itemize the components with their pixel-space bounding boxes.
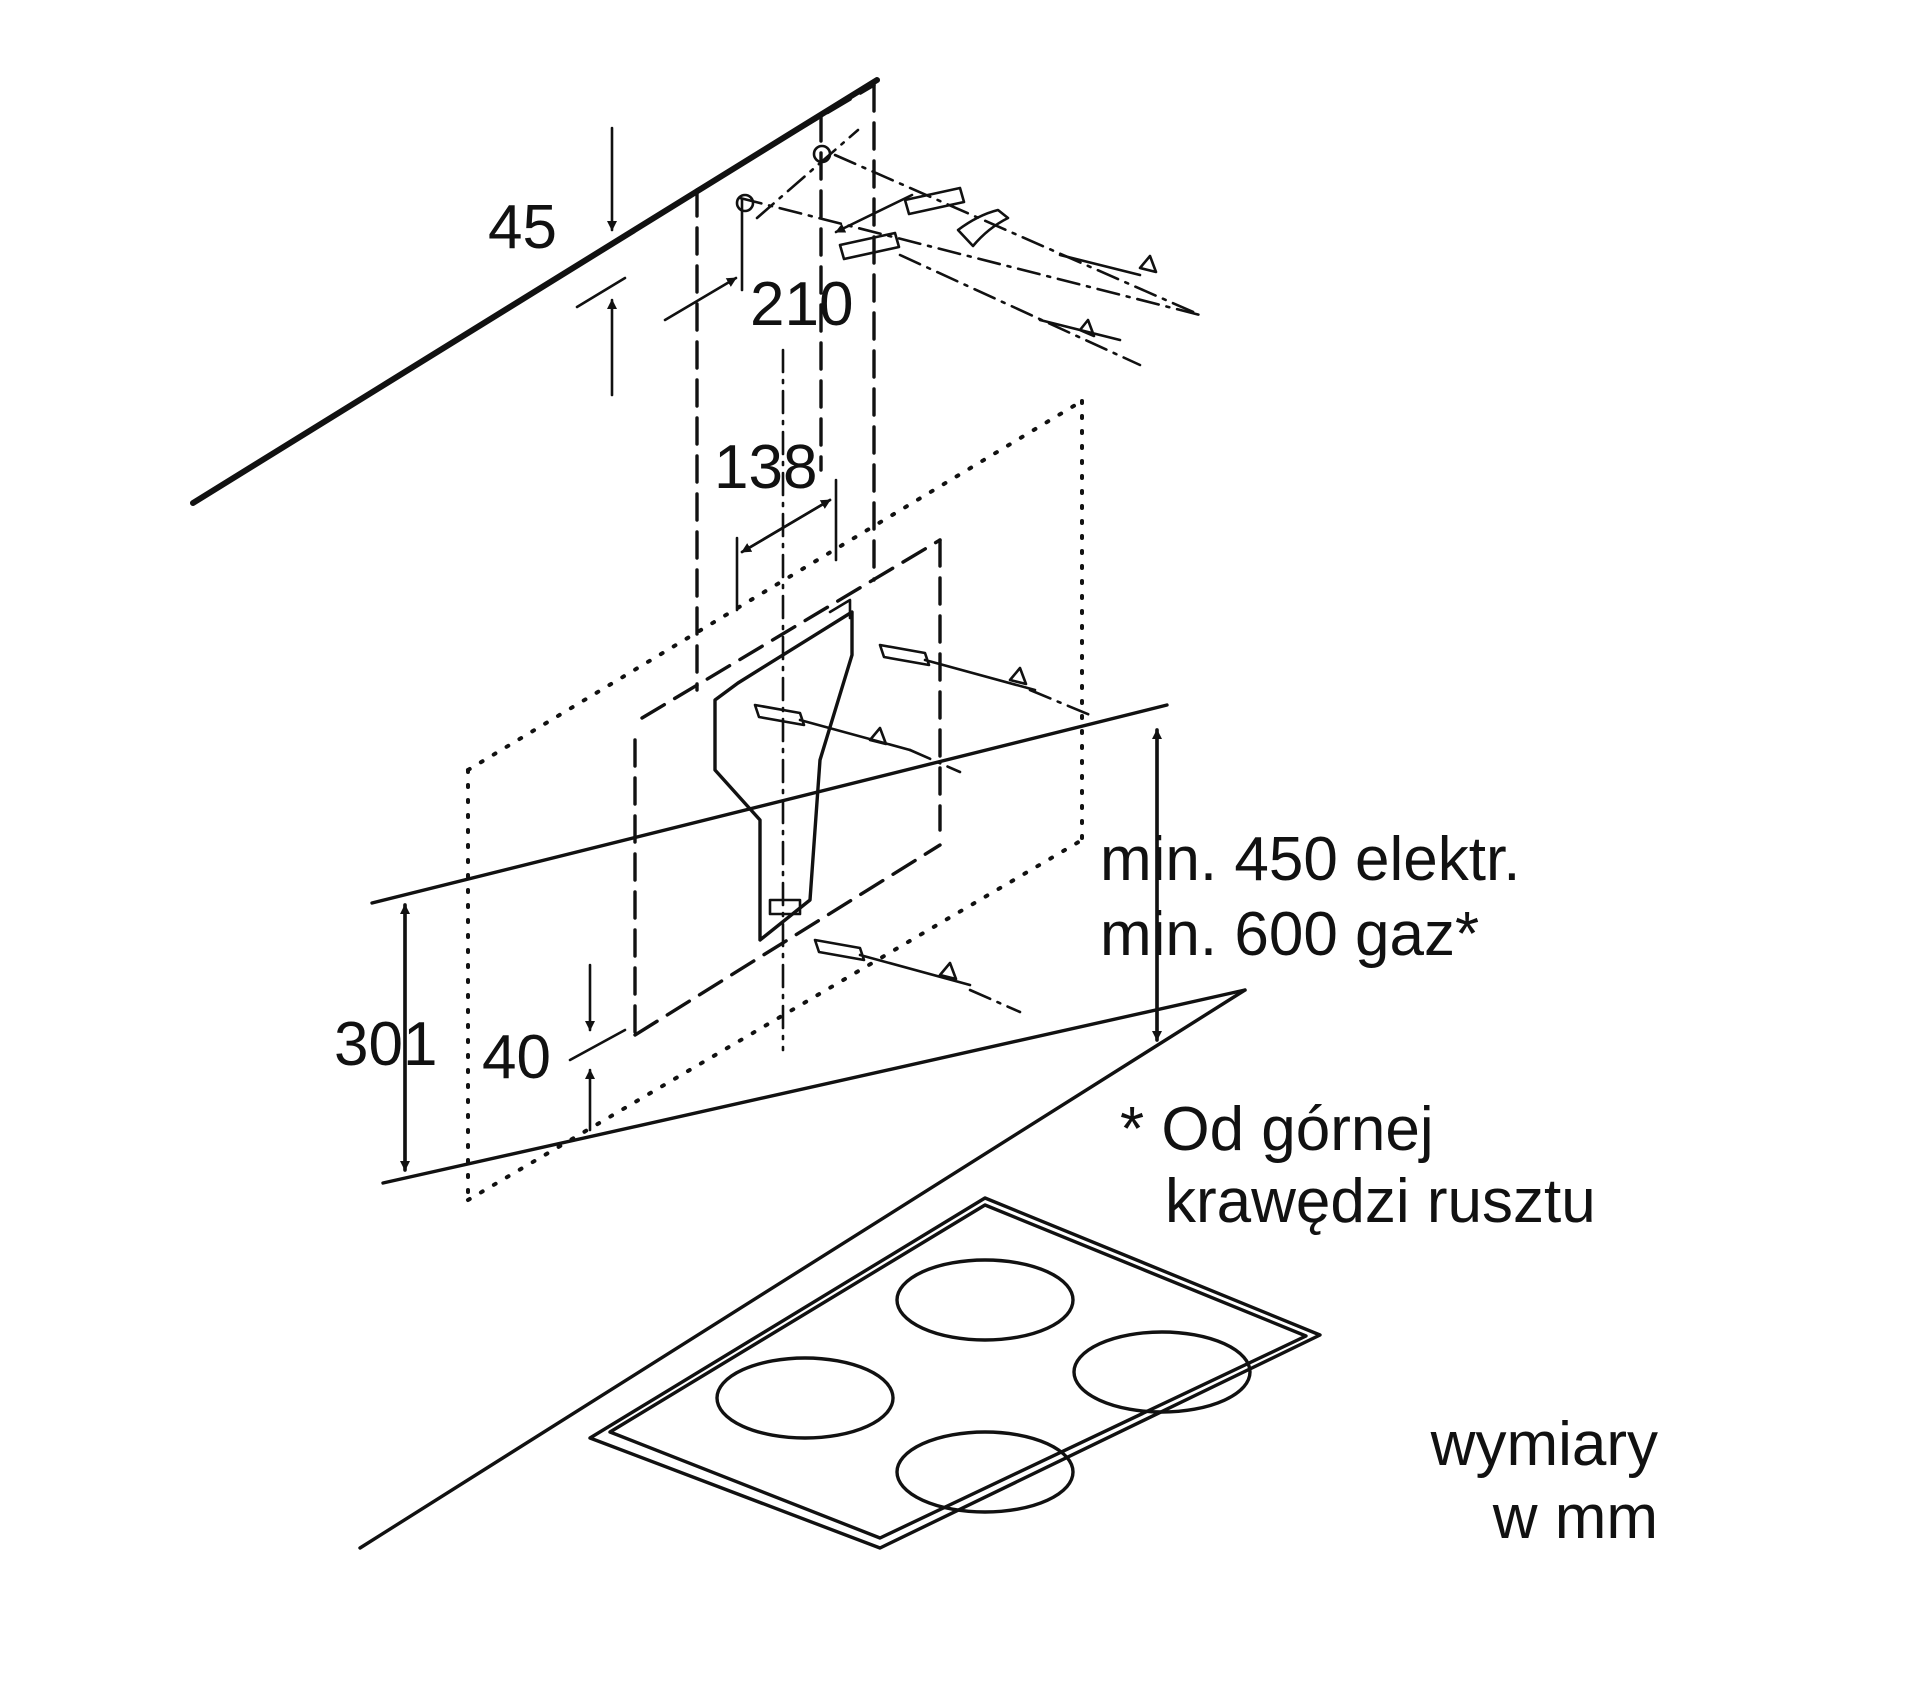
- clearance-label-line1: min. 450 elektr.: [1100, 825, 1520, 894]
- units-line2: w mm: [1492, 1483, 1658, 1552]
- footnote-line2: krawędzi rusztu: [1165, 1167, 1596, 1236]
- top-dowels-icon: [735, 144, 1158, 342]
- dim-210-label: 210: [750, 270, 853, 339]
- hood-height-extension-lines: [370, 703, 1247, 1185]
- duct-outline: [695, 83, 876, 1052]
- burner-back-right: [1072, 1330, 1252, 1414]
- burner-front-left: [715, 1356, 895, 1440]
- dim-45-lines: [575, 126, 627, 397]
- upper-axis-lines: [738, 128, 1202, 367]
- clearance-label-line2: min. 600 gaz*: [1100, 900, 1479, 969]
- dim-40-label: 40: [482, 1023, 551, 1092]
- dim-301-label: 301: [334, 1010, 437, 1079]
- dim-45-label: 45: [488, 193, 557, 262]
- burner-front-right: [895, 1430, 1075, 1514]
- dim-138-lines: [735, 478, 838, 612]
- footnote-line1: * Od górnej: [1120, 1095, 1434, 1164]
- rear-panel-dashed: [633, 538, 942, 1037]
- dim-40-lines: [568, 963, 627, 1132]
- cooktop-icon: [358, 988, 1322, 1550]
- burner-back-left: [895, 1258, 1075, 1342]
- hood-dotted-outline: [466, 399, 1084, 1202]
- units-line1: wymiary: [1430, 1410, 1658, 1479]
- wall-bracket-icon: [713, 598, 1092, 1014]
- dim-138-label: 138: [714, 433, 817, 502]
